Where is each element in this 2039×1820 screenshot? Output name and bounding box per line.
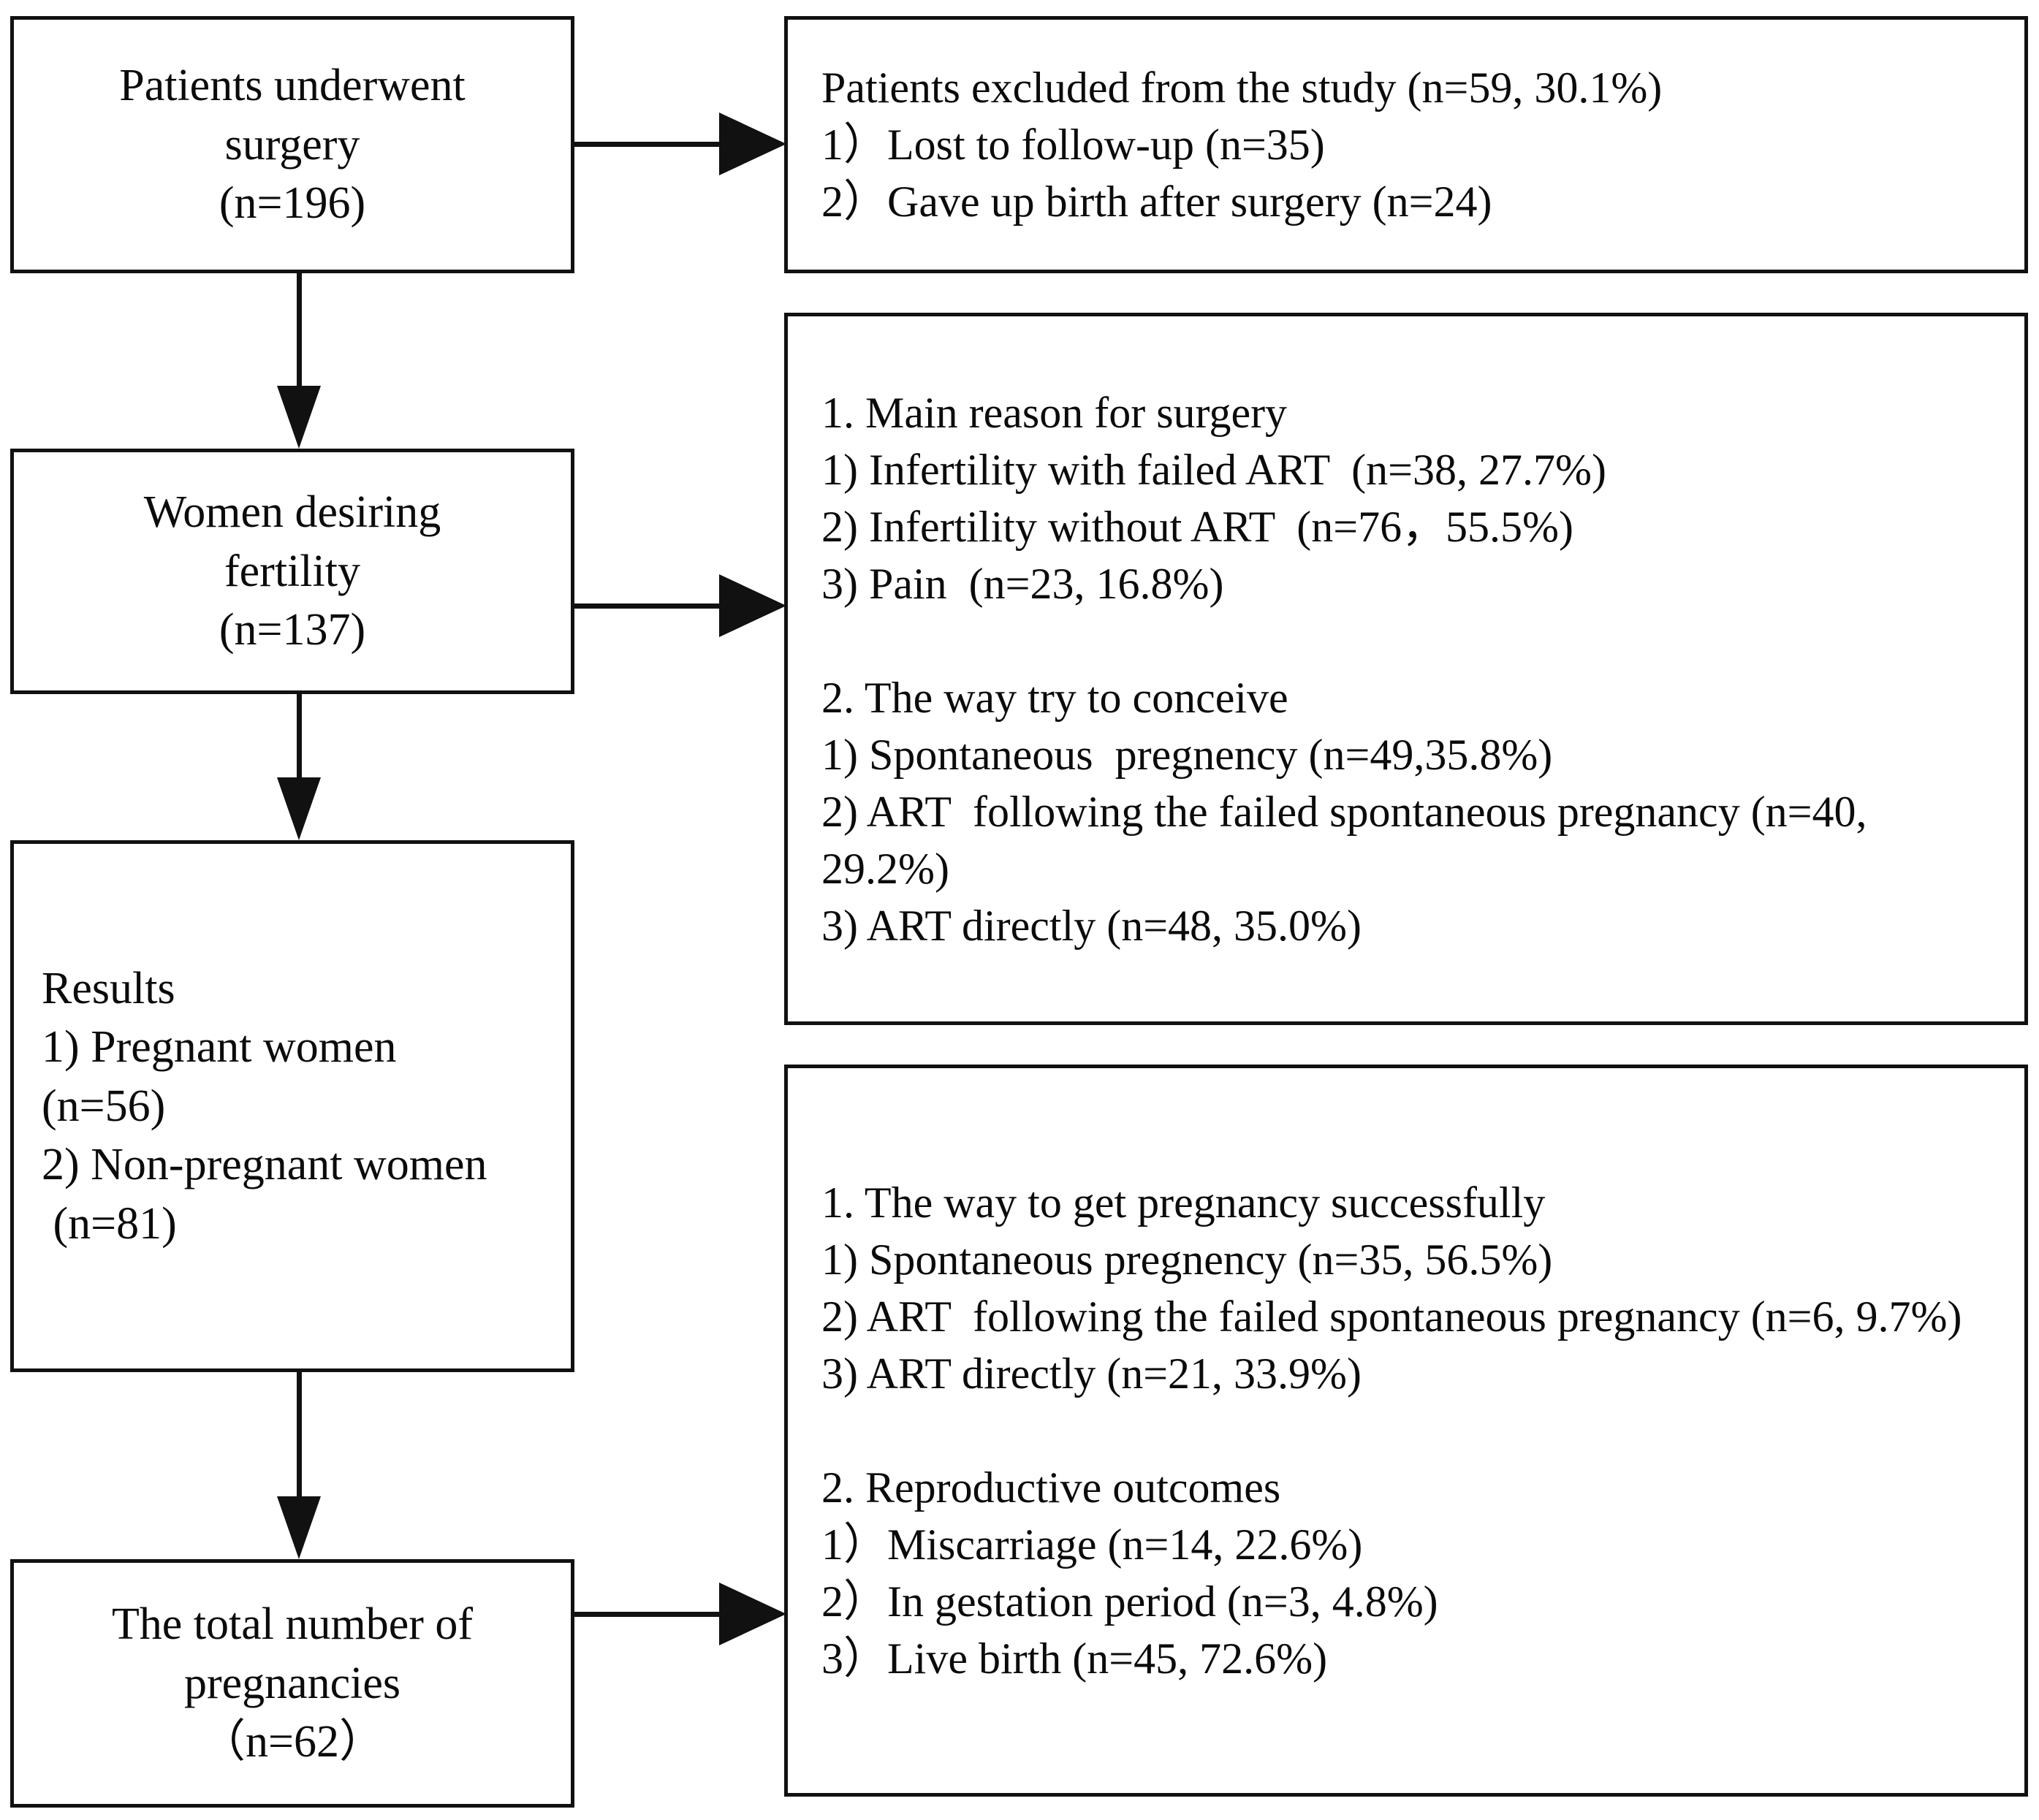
node-patients-underwent-surgery: Patients underwent surgery (n=196) — [10, 16, 574, 273]
arrowhead-right-icon — [719, 1583, 786, 1645]
node-text: Patients excluded from the study (n=59, … — [821, 64, 1663, 226]
arrowhead-down-icon — [277, 1496, 321, 1559]
node-women-desiring-fertility: Women desiring fertility (n=137) — [10, 449, 574, 694]
connector-surgery-to-fertility-line — [297, 273, 302, 392]
arrowhead-right-icon — [719, 574, 786, 637]
connector-fertility-to-results-line — [297, 694, 302, 783]
node-pregnancy-way-and-reproductive-outcomes: 1. The way to get pregnancy successfully… — [784, 1065, 2028, 1797]
node-text: The total number of pregnancies （n=62） — [111, 1599, 474, 1767]
node-results: Results 1) Pregnant women (n=56) 2) Non-… — [10, 840, 574, 1372]
node-text: 1. The way to get pregnancy successfully… — [821, 1179, 1962, 1683]
node-text: Patients underwent surgery (n=196) — [119, 61, 466, 229]
node-text: Results 1) Pregnant women (n=56) 2) Non-… — [42, 963, 487, 1249]
node-text: Women desiring fertility (n=137) — [143, 487, 441, 655]
node-text: 1. Main reason for surgery 1) Infertilit… — [821, 388, 1867, 950]
arrowhead-down-icon — [277, 386, 321, 449]
arrowhead-down-icon — [277, 777, 321, 840]
node-main-reason-and-conceive-way: 1. Main reason for surgery 1) Infertilit… — [784, 313, 2028, 1025]
node-patients-excluded: Patients excluded from the study (n=59, … — [784, 16, 2028, 273]
connector-surgery-to-excluded-line — [574, 142, 728, 147]
connector-results-to-pregnancies-line — [297, 1372, 302, 1502]
node-total-number-of-pregnancies: The total number of pregnancies （n=62） — [10, 1559, 574, 1808]
connector-fertility-to-reasons-line — [574, 604, 728, 609]
connector-pregnancies-to-outcomes-line — [574, 1612, 728, 1617]
arrowhead-right-icon — [719, 113, 786, 175]
